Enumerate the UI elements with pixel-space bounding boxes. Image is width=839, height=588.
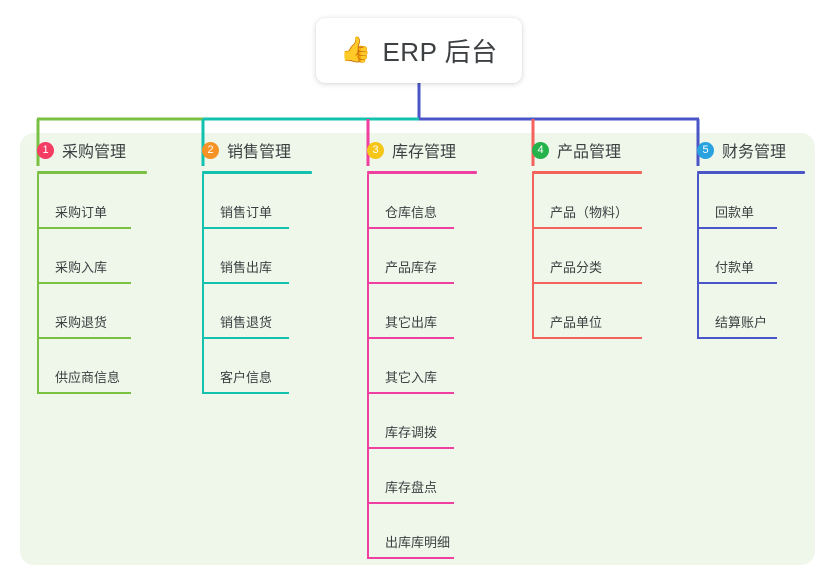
list-item-underline (37, 282, 131, 284)
list-item-underline (697, 337, 777, 339)
column-spine (37, 174, 39, 394)
list-item-label: 供应商信息 (55, 370, 121, 385)
list-item-label: 产品库存 (385, 260, 438, 275)
diagram-background-panel (20, 133, 815, 565)
list-item-underline (367, 227, 454, 229)
list-item-underline (37, 392, 131, 394)
root-node: 👍 ERP 后台 (316, 18, 522, 83)
list-item[interactable]: 产品分类 (532, 229, 642, 284)
list-item[interactable]: 出库库明细 (367, 504, 454, 559)
column-number-badge: 5 (697, 141, 714, 159)
list-item-underline (367, 447, 454, 449)
column-header-1[interactable]: 1 采购管理 (20, 133, 126, 167)
list-item-label: 产品（物料） (550, 205, 629, 220)
list-item-label: 结算账户 (715, 315, 768, 330)
list-item[interactable]: 采购订单 (37, 174, 131, 229)
column-5: 5 财务管理回款单付款单结算账户 (680, 133, 805, 339)
list-item-underline (697, 227, 777, 229)
root-title: ERP 后台 (382, 37, 498, 67)
list-item-label: 库存盘点 (385, 480, 438, 495)
list-item-underline (37, 337, 131, 339)
column-header-underline (37, 171, 147, 174)
list-item-underline (367, 392, 454, 394)
list-item-label: 采购入库 (55, 260, 108, 275)
list-item-label: 产品分类 (550, 260, 603, 275)
list-item-label: 销售出库 (220, 260, 273, 275)
list-item[interactable]: 仓库信息 (367, 174, 454, 229)
list-item-underline (532, 227, 642, 229)
list-item-label: 销售退货 (220, 315, 273, 330)
list-item[interactable]: 其它入库 (367, 339, 454, 394)
list-item-label: 产品单位 (550, 315, 603, 330)
list-item-underline (367, 282, 454, 284)
list-item-label: 采购订单 (55, 205, 108, 220)
list-item-underline (37, 227, 131, 229)
column-title: 库存管理 (392, 144, 457, 161)
column-number-badge: 1 (37, 141, 54, 159)
column-number-badge: 4 (532, 141, 549, 159)
list-item[interactable]: 回款单 (697, 174, 777, 229)
column-title: 销售管理 (227, 144, 292, 161)
list-item[interactable]: 销售订单 (202, 174, 289, 229)
column-spine (367, 174, 369, 559)
column-header-3[interactable]: 3 库存管理 (350, 133, 456, 167)
list-item-underline (367, 557, 454, 559)
column-title: 产品管理 (557, 144, 622, 161)
list-item[interactable]: 结算账户 (697, 284, 777, 339)
column-spine (202, 174, 204, 394)
column-3: 3 库存管理仓库信息产品库存其它出库其它入库库存调拨库存盘点出库库明细 (350, 133, 477, 559)
list-item[interactable]: 产品单位 (532, 284, 642, 339)
list-item-label: 付款单 (715, 260, 755, 275)
list-item[interactable]: 采购退货 (37, 284, 131, 339)
column-header-2[interactable]: 2 销售管理 (185, 133, 291, 167)
column-header-underline (697, 171, 805, 174)
list-item[interactable]: 客户信息 (202, 339, 289, 394)
column-2: 2 销售管理销售订单销售出库销售退货客户信息 (185, 133, 312, 394)
column-1: 1 采购管理采购订单采购入库采购退货供应商信息 (20, 133, 147, 394)
columns-container: 1 采购管理采购订单采购入库采购退货供应商信息 2 销售管理销售订单销售出库销售退货客… (0, 133, 839, 565)
list-item[interactable]: 销售出库 (202, 229, 289, 284)
list-item-label: 销售订单 (220, 205, 273, 220)
list-item[interactable]: 采购入库 (37, 229, 131, 284)
column-title: 采购管理 (62, 144, 127, 161)
list-item[interactable]: 库存盘点 (367, 449, 454, 504)
list-item-label: 其它入库 (385, 370, 438, 385)
column-header-underline (367, 171, 477, 174)
list-item-label: 回款单 (715, 205, 755, 220)
list-item-underline (202, 282, 289, 284)
list-item-underline (532, 282, 642, 284)
list-item[interactable]: 产品库存 (367, 229, 454, 284)
list-item-label: 其它出库 (385, 315, 438, 330)
list-item[interactable]: 供应商信息 (37, 339, 131, 394)
list-item-label: 库存调拨 (385, 425, 438, 440)
column-number-badge: 3 (367, 141, 384, 159)
list-item[interactable]: 产品（物料） (532, 174, 642, 229)
column-spine (532, 174, 534, 339)
list-item-label: 客户信息 (220, 370, 273, 385)
thumbs-up-icon: 👍 (340, 36, 372, 64)
list-item-underline (202, 392, 289, 394)
list-item-underline (202, 337, 289, 339)
list-item-label: 仓库信息 (385, 205, 438, 220)
list-item-underline (532, 337, 642, 339)
column-header-underline (202, 171, 312, 174)
column-spine (697, 174, 699, 339)
list-item-underline (202, 227, 289, 229)
list-item-underline (367, 502, 454, 504)
list-item[interactable]: 其它出库 (367, 284, 454, 339)
column-4: 4 产品管理产品（物料） 产品分类产品单位 (515, 133, 642, 339)
column-header-4[interactable]: 4 产品管理 (515, 133, 621, 167)
list-item-label: 出库库明细 (385, 535, 451, 550)
list-item-underline (697, 282, 777, 284)
list-item-label: 采购退货 (55, 315, 108, 330)
column-title: 财务管理 (722, 144, 787, 161)
column-header-5[interactable]: 5 财务管理 (680, 133, 786, 167)
list-item-underline (367, 337, 454, 339)
column-number-badge: 2 (202, 141, 219, 159)
list-item[interactable]: 库存调拨 (367, 394, 454, 449)
list-item[interactable]: 付款单 (697, 229, 777, 284)
column-header-underline (532, 171, 642, 174)
list-item[interactable]: 销售退货 (202, 284, 289, 339)
